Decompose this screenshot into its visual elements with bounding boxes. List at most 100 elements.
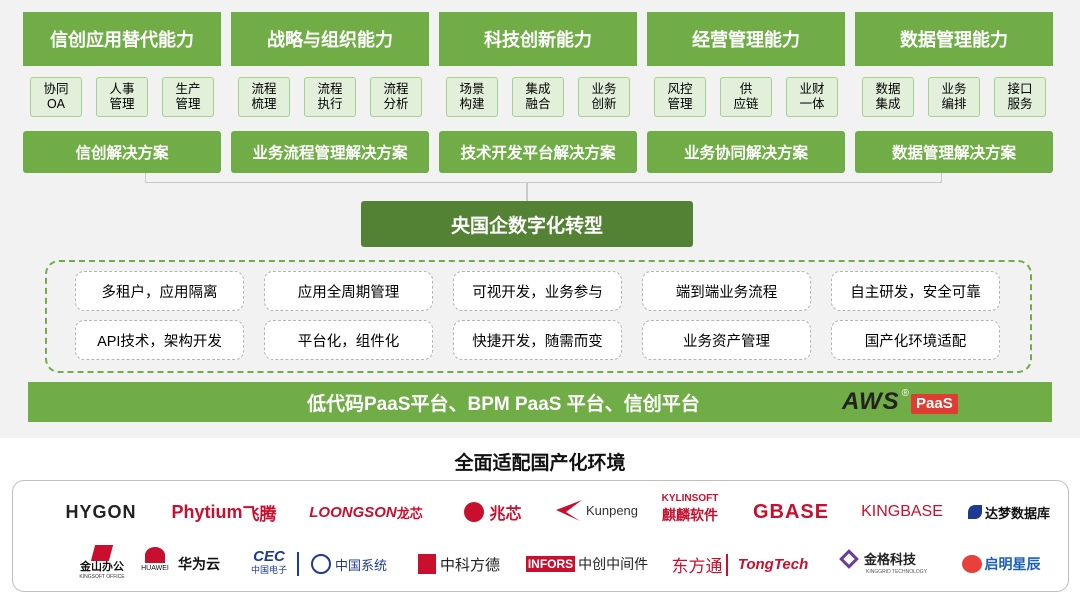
cnsys-logo: 中国系统 [306, 548, 392, 580]
platform-bar: 低代码PaaS平台、BPM PaaS 平台、信创平台 [28, 382, 1052, 422]
column-header-data: 数据管理能力 [855, 12, 1053, 66]
huawei-logo-text: HUAWEI [141, 565, 169, 572]
infors-logo-text: INFORS [525, 556, 576, 572]
capability-tag: 供 应链 [720, 77, 772, 117]
kinggrid-logo: 金格科技 KINGGRID TECHNOLOGY [838, 548, 930, 581]
aws-logo-text: AWS [842, 388, 900, 415]
capability-tag: 生产 管理 [162, 77, 214, 117]
capability-row: 流程 梳理 流程 执行 流程 分析 [238, 74, 422, 120]
kylin-logo-cn: 麒麟软件 [662, 507, 718, 523]
qiming-icon [961, 555, 982, 573]
feature-item: 多租户，应用隔离 [75, 271, 244, 311]
zkfd-icon [417, 554, 436, 574]
feature-item: 国产化环境适配 [831, 320, 1000, 360]
kinggrid-logo-main: 金格科技 [838, 548, 930, 569]
capability-row: 数据 集成 业务 编排 接口 服务 [862, 74, 1046, 120]
loongson-logo-text: LOONGSON [309, 503, 397, 521]
feature-item: 平台化，组件化 [264, 320, 433, 360]
capability-tag: 流程 执行 [304, 77, 356, 117]
gbase-logo: GBASE [736, 496, 846, 528]
capability-tag: 协同 OA [30, 77, 82, 117]
dameng-logo-text: 达梦数据库 [984, 505, 1050, 521]
kinggrid-logo-en: KINGGRID TECHNOLOGY [866, 569, 928, 575]
tongtech-logo: TongTech [730, 548, 816, 580]
kunpeng-bird-icon [555, 500, 582, 521]
kingbase-logo: KINGBASE [853, 496, 951, 528]
logo-divider [297, 552, 299, 576]
wps-logo-en: KINGSOFT OFFICE [79, 574, 125, 580]
partner-logo-panel [12, 480, 1069, 592]
gbase-logo-text: GBASE [752, 500, 830, 523]
kinggrid-logo-text: 金格科技 [864, 552, 917, 567]
kunpeng-logo: Kunpeng [553, 494, 639, 526]
kylin-logo-text: KYLINSOFT [661, 493, 719, 504]
phytium-logo-cn: 飞腾 [242, 504, 277, 524]
capability-tag: 集成 融合 [512, 77, 564, 117]
huawei-cloud-text: 华为云 [178, 556, 220, 572]
wps-logo-cn: 金山办公 [80, 561, 124, 573]
phytium-logo: Phytium 飞腾 [162, 496, 286, 528]
capability-tag: 人事 管理 [96, 77, 148, 117]
dfto-logo: 东方通 [670, 548, 724, 580]
qiming-logo-text: 启明星辰 [984, 556, 1041, 572]
capability-tag: 风控 管理 [654, 77, 706, 117]
dfto-logo-text: 东方通 [671, 556, 723, 577]
capability-row: 风控 管理 供 应链 业财 一体 [654, 74, 838, 120]
column-header-operation: 经营管理能力 [647, 12, 845, 66]
cnsys-logo-text: 中国系统 [334, 557, 387, 573]
zkfd-logo: 中科方德 [415, 548, 503, 580]
solution-data-management: 数据管理解决方案 [855, 131, 1053, 173]
cec-logo: CEC 中国电子 [248, 549, 290, 579]
connector-bracket [145, 173, 942, 183]
feature-item: 端到端业务流程 [642, 271, 811, 311]
aws-logo-reg: ® [901, 388, 910, 399]
infors-logo-cn: 中创中间件 [578, 556, 649, 572]
section-title: 全面适配国产化环境 [454, 453, 626, 474]
solution-collaboration: 业务协同解决方案 [647, 131, 845, 173]
capability-tag: 业务 编排 [928, 77, 980, 117]
loongson-logo-cn: 龙芯 [396, 505, 423, 521]
huawei-cloud-logo: 华为云 [174, 548, 224, 580]
zhaoxin-logo: 兆芯 [458, 496, 528, 528]
column-header-strategy: 战略与组织能力 [231, 12, 429, 66]
qiming-logo: 启明星辰 [955, 548, 1047, 580]
features-group [45, 260, 1032, 373]
capability-tag: 业务 创新 [578, 77, 630, 117]
huawei-icon [145, 547, 165, 563]
feature-item: API技术，架构开发 [75, 320, 244, 360]
kinggrid-icon [839, 548, 859, 569]
feature-item: 应用全周期管理 [264, 271, 433, 311]
phytium-logo-text: Phytium [171, 501, 243, 522]
logo-divider [726, 554, 728, 576]
column-header-xinchuang: 信创应用替代能力 [23, 12, 221, 66]
feature-item: 业务资产管理 [642, 320, 811, 360]
infors-logo: INFORS 中创中间件 [518, 548, 656, 580]
column-header-innovation: 科技创新能力 [439, 12, 637, 66]
loongson-logo: LOONGSON 龙芯 [300, 496, 432, 528]
dameng-icon [967, 505, 982, 519]
solution-xinchuang: 信创解决方案 [23, 131, 221, 173]
aws-logo-paas-tag: PaaS [911, 394, 958, 414]
wps-icon [90, 545, 114, 561]
zkfd-logo-text: 中科方德 [439, 556, 500, 574]
solution-dev-platform: 技术开发平台解决方案 [439, 131, 637, 173]
feature-item: 自主研发，安全可靠 [831, 271, 1000, 311]
cnsys-globe-icon [310, 554, 331, 574]
capability-tag: 业财 一体 [786, 77, 838, 117]
cec-logo-cn: 中国电子 [250, 565, 287, 575]
huawei-logo: HUAWEI [140, 547, 170, 583]
wps-logo: 金山办公 KINGSOFT OFFICE [70, 545, 134, 585]
kunpeng-logo-text: Kunpeng [585, 502, 639, 518]
capability-tag: 流程 分析 [370, 77, 422, 117]
tongtech-logo-text: TongTech [737, 555, 809, 573]
capability-tag: 接口 服务 [994, 77, 1046, 117]
capability-tag: 场景 构建 [446, 77, 498, 117]
capability-row: 场景 构建 集成 融合 业务 创新 [446, 74, 630, 120]
kylin-logo: KYLINSOFT 麒麟软件 [658, 492, 722, 528]
feature-item: 快捷开发，随需而变 [453, 320, 622, 360]
capability-tag: 数据 集成 [862, 77, 914, 117]
hygon-logo: HYGON [56, 496, 146, 528]
solution-bpm: 业务流程管理解决方案 [231, 131, 429, 173]
connector-stem [526, 183, 528, 201]
dameng-logo: 达梦数据库 [961, 496, 1057, 528]
